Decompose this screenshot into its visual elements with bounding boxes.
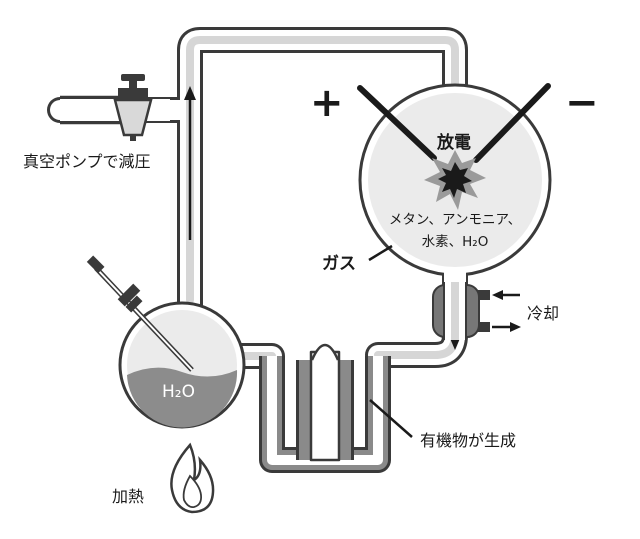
gas-contents-line1: メタン、アンモニア、	[389, 212, 521, 228]
leader-lines	[368, 244, 413, 438]
thermometer	[86, 255, 194, 372]
cooling-label: 冷却	[527, 304, 559, 323]
minus-sign: −	[565, 80, 599, 126]
flame-icon	[170, 442, 215, 514]
gas-label: ガス	[322, 254, 356, 274]
organic-products-label: 有機物が生成	[420, 431, 516, 450]
u-tube-trap	[259, 343, 391, 473]
cooling-arrows	[492, 290, 521, 332]
condenser	[432, 282, 490, 340]
electrodes	[357, 83, 551, 163]
gas-contents-line2: 水素、H₂O	[422, 234, 489, 250]
vacuum-pump-label: 真空ポンプで減圧	[23, 152, 151, 171]
discharge-label: 放電	[436, 132, 471, 153]
heating-label: 加熱	[112, 487, 144, 506]
plus-sign: +	[310, 80, 344, 126]
water-flask	[118, 301, 246, 429]
water-label: H₂O	[162, 382, 195, 402]
valve-icon	[113, 74, 153, 141]
spark-icon	[424, 150, 486, 210]
